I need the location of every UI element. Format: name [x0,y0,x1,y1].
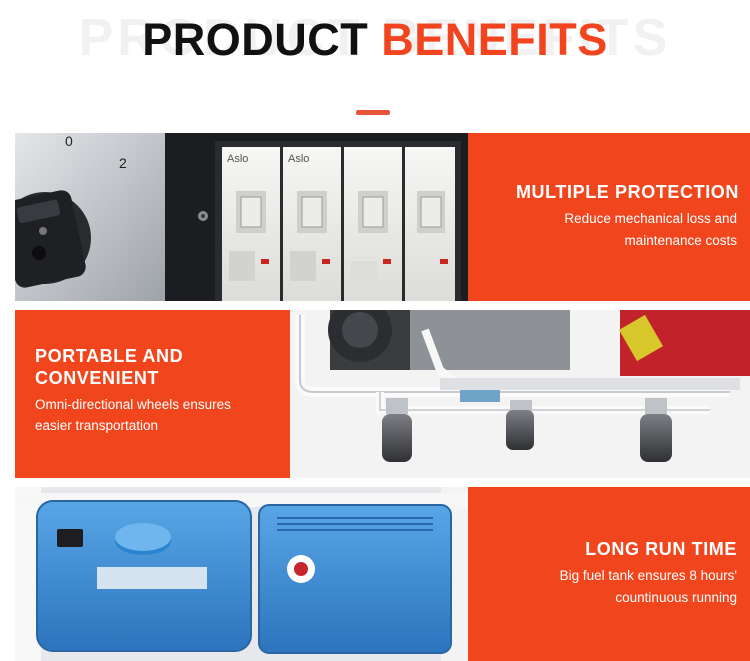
benefit-description-line1: Omni-directional wheels ensures [35,397,231,412]
title-watermark: PRODUCT BENEFITS [78,9,672,67]
benefit-text-panel: MULTIPLE PROTECTION Reduce mechanical lo… [468,133,750,301]
benefit-heading-line1: PORTABLE AND [35,346,184,366]
benefit-multiple-protection: 0 2 Aslo Aslo MULTIPLE PROTECTION Reduce… [15,133,750,301]
circuit-breaker-photo: 0 2 Aslo Aslo [15,133,468,301]
benefit-portable-convenient: PORTABLE AND CONVENIENT Omni-directional… [15,310,750,478]
benefit-description-line1: Reduce mechanical loss and [564,211,737,226]
circuit-breaker-illustration [15,133,468,301]
title-word-benefits: BENEFITS [381,14,608,65]
title-word-product: PRODUCT [142,14,369,65]
benefit-text-panel: LONG RUN TIME Big fuel tank ensures 8 ho… [468,487,750,661]
fuel-tank-photo [15,487,468,661]
switch-label-2: 2 [119,155,127,171]
benefit-heading: LONG RUN TIME [585,539,737,559]
benefit-description-line2: countinuous running [615,590,737,605]
benefit-heading: MULTIPLE PROTECTION [515,182,739,202]
title-underline-bar [356,110,390,115]
benefit-text-panel: PORTABLE AND CONVENIENT Omni-directional… [15,310,290,478]
page-title: PRODUCT BENEFITS [0,14,750,66]
benefit-description-line2: maintenance costs [624,233,737,248]
breaker-brand-1: Aslo [227,153,249,165]
generator-wheels-illustration [290,310,750,478]
benefit-heading-line2: CONVENIENT [35,368,160,388]
benefit-description-line1: Big fuel tank ensures 8 hours' [559,568,737,583]
generator-wheels-photo [290,310,750,478]
breaker-brand-2: Aslo [288,153,310,165]
fuel-tank-illustration [15,487,468,661]
switch-label-0: 0 [65,133,73,149]
benefit-description-line2: easier transportation [35,418,159,433]
page-header: PRODUCT BENEFITS PRODUCT BENEFITS [0,0,750,130]
benefit-long-run-time: LONG RUN TIME Big fuel tank ensures 8 ho… [15,487,750,661]
